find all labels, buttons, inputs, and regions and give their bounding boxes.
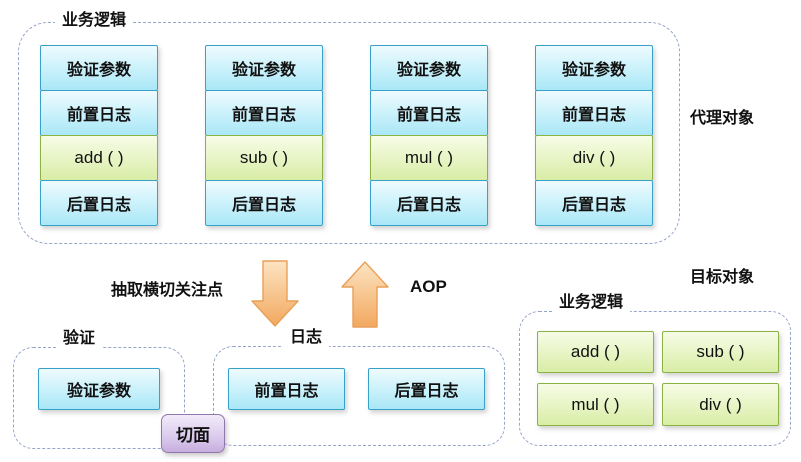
cell-post-log: 后置日志 — [370, 180, 488, 226]
pre-log-box: 前置日志 — [228, 368, 345, 410]
cell-method-div: div ( ) — [535, 135, 653, 181]
up-arrow-icon — [341, 261, 389, 328]
cell-method-mul: mul ( ) — [370, 135, 488, 181]
cell-pre-log: 前置日志 — [205, 90, 323, 136]
target-container — [519, 311, 791, 446]
logging-container — [213, 346, 505, 446]
post-log-box: 后置日志 — [368, 368, 485, 410]
proxy-container — [18, 22, 680, 244]
proxy-object-label: 代理对象 — [690, 110, 755, 127]
cell-method-sub: sub ( ) — [205, 135, 323, 181]
cell-post-log: 后置日志 — [535, 180, 653, 226]
extract-crosscut-label: 抽取横切关注点 — [111, 282, 224, 299]
method-box-mul: mul ( ) — [537, 383, 654, 426]
cell-pre-log: 前置日志 — [535, 90, 653, 136]
cell-post-log: 后置日志 — [205, 180, 323, 226]
proxy-column-div: 验证参数 前置日志 div ( ) 后置日志 — [535, 45, 653, 226]
cell-pre-log: 前置日志 — [370, 90, 488, 136]
cell-post-log: 后置日志 — [40, 180, 158, 226]
aop-label: AOP — [410, 277, 447, 296]
cell-validate-params: 验证参数 — [40, 45, 158, 91]
proxy-column-sub: 验证参数 前置日志 sub ( ) 后置日志 — [205, 45, 323, 226]
method-box-div: div ( ) — [662, 383, 779, 426]
cell-validate-params: 验证参数 — [205, 45, 323, 91]
method-box-add: add ( ) — [537, 331, 654, 373]
validate-params-box: 验证参数 — [38, 368, 160, 410]
cell-validate-params: 验证参数 — [535, 45, 653, 91]
cell-method-add: add ( ) — [40, 135, 158, 181]
cell-pre-log: 前置日志 — [40, 90, 158, 136]
validation-container-label: 验证 — [56, 329, 103, 348]
logging-container-label: 日志 — [283, 328, 330, 347]
proxy-container-label: 业务逻辑 — [55, 11, 134, 30]
cell-validate-params: 验证参数 — [370, 45, 488, 91]
aspect-box: 切面 — [161, 414, 225, 453]
method-box-sub: sub ( ) — [662, 331, 779, 373]
proxy-column-mul: 验证参数 前置日志 mul ( ) 后置日志 — [370, 45, 488, 226]
down-arrow-icon — [251, 260, 299, 327]
proxy-column-add: 验证参数 前置日志 add ( ) 后置日志 — [40, 45, 158, 226]
target-object-label: 目标对象 — [690, 269, 755, 286]
target-container-label: 业务逻辑 — [552, 293, 631, 312]
